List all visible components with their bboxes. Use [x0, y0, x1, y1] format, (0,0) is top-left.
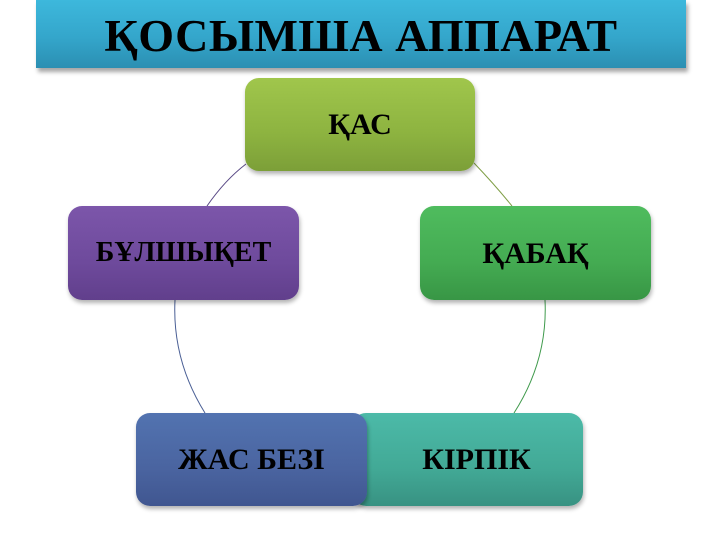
- arc-bulshyqet-qas: [206, 163, 247, 207]
- node-zhas-bezi: ЖАС БЕЗІ: [136, 413, 367, 506]
- node-label: БҰЛШЫҚЕТ: [95, 236, 272, 268]
- node-qas: ҚАС: [245, 78, 475, 171]
- node-qabaq: ҚАБАҚ: [420, 206, 651, 300]
- node-kirpik: КІРПІК: [352, 413, 583, 506]
- arc-qabaq-kirpik: [513, 299, 546, 414]
- node-bulshyqet: БҰЛШЫҚЕТ: [68, 206, 299, 300]
- node-label: КІРПІК: [422, 443, 531, 476]
- arc-zhas-bulshyqet: [174, 299, 206, 414]
- node-label: ЖАС БЕЗІ: [178, 443, 325, 476]
- node-label: ҚАС: [328, 108, 392, 141]
- slide-title: ҚОСЫМША АППАРАТ: [104, 10, 618, 61]
- arc-qas-qabaq: [473, 162, 513, 207]
- title-banner: ҚОСЫМША АППАРАТ: [36, 0, 686, 68]
- node-label: ҚАБАҚ: [482, 236, 589, 270]
